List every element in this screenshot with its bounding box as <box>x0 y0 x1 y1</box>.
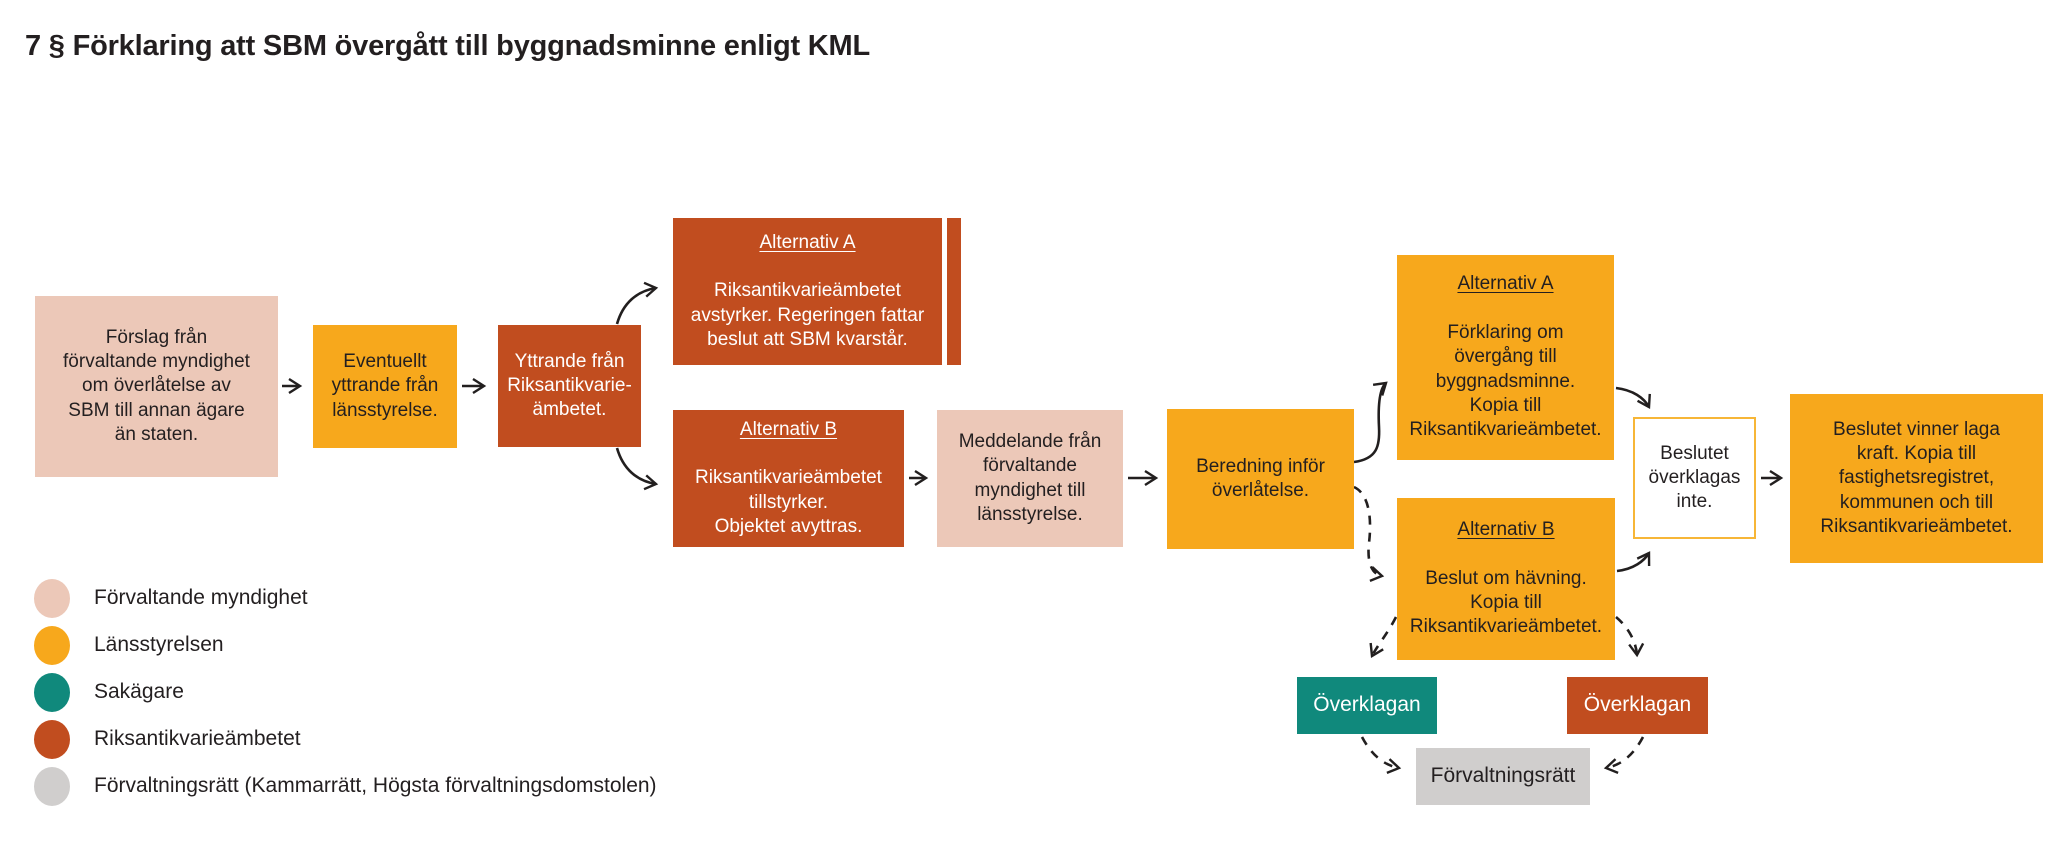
terminator-bar <box>947 218 961 365</box>
arrow-alt-b-lst-to-beslut <box>1616 551 1651 573</box>
legend-item-lansstyrelsen: Länsstyrelsen <box>34 625 224 665</box>
box-alternativ-a-lst: Alternativ A Förklaring om övergång till… <box>1397 255 1614 460</box>
arrow-yttrande-to-alt-a-raa <box>615 281 659 325</box>
box-beredning-text: Beredning inför överlåtelse. <box>1196 455 1325 501</box>
arrow-alt-b-lst-to-overklagan-sakagare-dashed <box>1369 616 1398 658</box>
box-eventuellt-yttrande: Eventuellt yttrande från länsstyrelse. <box>313 325 457 448</box>
box-alternativ-a-raa-heading: Alternativ A <box>759 231 856 253</box>
legend-swatch-riksantikvarieambetet <box>34 719 70 759</box>
legend-item-forvaltningsratt: Förvaltningsrätt (Kammarrätt, Högsta för… <box>34 766 657 806</box>
box-overklagan-raa: Överklagan <box>1567 677 1708 734</box>
box-eventuellt-yttrande-text: Eventuellt yttrande från länsstyrelse. <box>331 351 439 421</box>
box-yttrande-raa-text: Yttrande från Riksantikvarie- ämbetet. <box>507 350 632 421</box>
arrow-overklagan-sakagare-to-forvaltningsratt-dashed <box>1360 736 1402 774</box>
legend-label: Sakägare <box>94 680 184 703</box>
arrow-alt-a-lst-to-beslut <box>1615 386 1651 409</box>
box-meddelande-text: Meddelande från förvaltande myndighet ti… <box>958 430 1102 525</box>
box-alternativ-b-raa-heading: Alternativ B <box>739 418 838 440</box>
legend-swatch-forvaltande-myndighet <box>34 578 70 618</box>
box-beredning: Beredning inför överlåtelse. <box>1167 409 1354 549</box>
legend-label: Riksantikvarieämbetet <box>94 727 301 750</box>
legend-label: Förvaltningsrätt (Kammarrätt, Högsta för… <box>94 774 657 797</box>
box-overklagan-raa-text: Överklagan <box>1583 693 1692 717</box>
box-alternativ-b-raa-body: Riksantikvarieämbetet tillstyrker. Objek… <box>695 467 882 537</box>
box-alternativ-a-raa: Alternativ A Riksantikvarieämbetet avsty… <box>673 218 942 365</box>
box-alternativ-a-raa-body: Riksantikvarieämbetet avstyrker. Regerin… <box>690 280 925 350</box>
arrow-alt-b-lst-to-overklagan-raa-dashed <box>1615 616 1645 658</box>
box-forslag: Förslag från förvaltande myndighet om öv… <box>35 296 278 477</box>
box-forvaltningsratt-text: Förvaltningsrätt <box>1430 764 1576 788</box>
legend-item-sakagare: Sakägare <box>34 672 184 712</box>
box-beslut-ej-overklagat: Beslutet överklagas inte. <box>1633 417 1756 539</box>
box-alternativ-a-lst-heading: Alternativ A <box>1457 273 1554 295</box>
box-alternativ-b-lst: Alternativ B Beslut om hävning. Kopia ti… <box>1397 498 1615 660</box>
box-meddelande: Meddelande från förvaltande myndighet ti… <box>937 410 1123 547</box>
box-forslag-text: Förslag från förvaltande myndighet om öv… <box>63 326 250 445</box>
box-alternativ-a-lst-body: Förklaring om övergång till byggnadsminn… <box>1409 322 1602 441</box>
arrow-yttrande-to-alt-b-raa <box>615 447 659 491</box>
box-overklagan-sakagare: Överklagan <box>1297 677 1437 734</box>
box-laga-kraft-text: Beslutet vinner laga kraft. Kopia till f… <box>1820 418 2013 537</box>
box-alternativ-b-lst-body: Beslut om hävning. Kopia till Riksantikv… <box>1409 567 1603 638</box>
box-beslut-ej-overklagat-text: Beslutet överklagas inte. <box>1648 442 1741 513</box>
legend-swatch-sakagare <box>34 672 70 712</box>
legend-item-forvaltande-myndighet: Förvaltande myndighet <box>34 578 308 618</box>
legend-swatch-lansstyrelsen <box>34 625 70 665</box>
box-overklagan-sakagare-text: Överklagan <box>1313 693 1421 717</box>
box-alternativ-b-lst-heading: Alternativ B <box>1457 519 1555 541</box>
legend-label: Länsstyrelsen <box>94 633 224 656</box>
legend-swatch-forvaltningsratt <box>34 766 70 806</box>
box-alternativ-b-raa: Alternativ B Riksantikvarieämbetet tills… <box>673 410 904 547</box>
arrow-overklagan-raa-to-forvaltningsratt-dashed <box>1603 736 1645 774</box>
legend-label: Förvaltande myndighet <box>94 586 308 609</box>
arrow-beredning-to-alt-b-lst-dashed <box>1353 485 1385 583</box>
legend-item-riksantikvarieambetet: Riksantikvarieämbetet <box>34 719 301 759</box>
box-laga-kraft: Beslutet vinner laga kraft. Kopia till f… <box>1790 394 2043 563</box>
page-title: 7 § Förklaring att SBM övergått till byg… <box>25 30 870 62</box>
arrow-beredning-to-alt-a-lst <box>1353 381 1388 464</box>
box-forvaltningsratt: Förvaltningsrätt <box>1416 748 1590 805</box>
box-yttrande-raa: Yttrande från Riksantikvarie- ämbetet. <box>498 325 641 447</box>
